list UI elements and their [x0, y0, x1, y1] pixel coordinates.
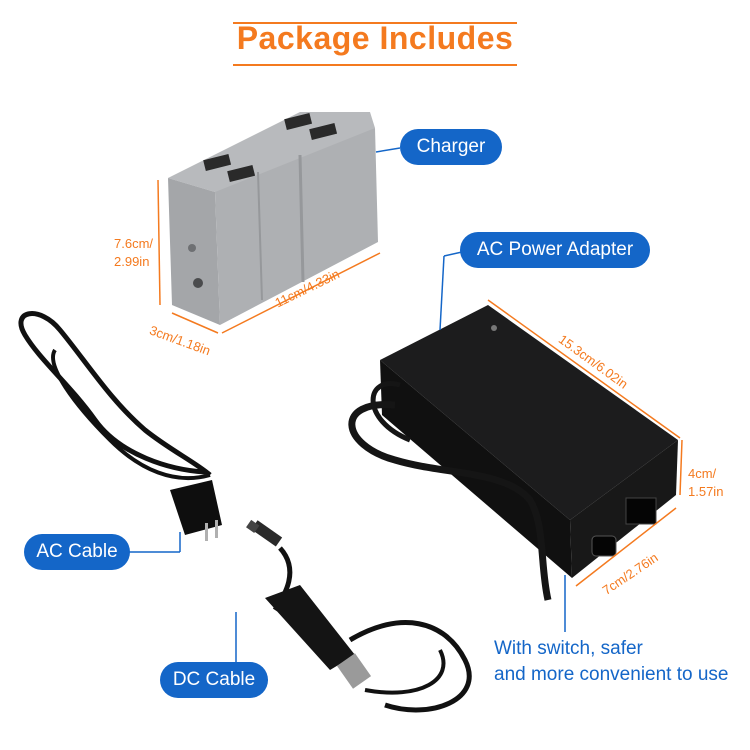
adapter-leader: [443, 251, 463, 257]
switch-note-line-1: With switch, safer: [494, 638, 643, 659]
charger-image: [157, 112, 381, 334]
ac-power-adapter-label: AC Power Adapter: [460, 232, 650, 268]
dc-cable-image: [246, 519, 472, 713]
charger-leader: [375, 147, 401, 153]
charger-height-cm: 7.6cm/: [114, 236, 154, 251]
page-title: Package Includes: [236, 20, 514, 56]
charger-label: Charger: [400, 129, 502, 165]
ac-adapter-image: [348, 299, 683, 601]
switch-note-line-2: and more convenient to use: [494, 664, 729, 685]
title-rule-top: [233, 22, 517, 24]
adapter-height-cm: 4cm/: [688, 466, 717, 481]
ac-cable-image: [18, 311, 222, 541]
ac-cable-label: AC Cable: [24, 534, 130, 570]
charger-height-in: 2.99in: [114, 254, 150, 269]
title-rule-bottom: [233, 64, 517, 66]
adapter-height-in: 1.57in: [688, 484, 724, 499]
dc-cable-label: DC Cable: [160, 662, 268, 698]
